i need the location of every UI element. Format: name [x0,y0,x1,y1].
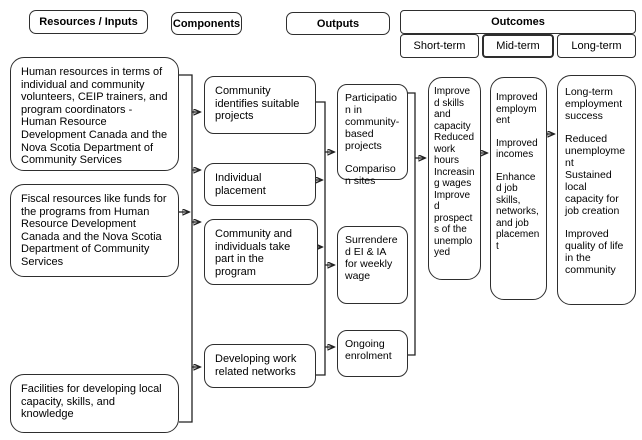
resource-box-facilities: Facilities for developing local capacity… [10,374,179,433]
output-surrendered-ei-text: Surrendered EI & IA for weekly wage [345,234,398,282]
outcome-box-short-term: Improved skills and capacity Reduced wor… [428,77,481,280]
outcome-box-mid-term: Improved employment Improved incomes Enh… [490,77,547,300]
short-term-item-2: Reduced work hours [434,132,475,166]
header-components: Components [171,12,242,35]
output-comparison-sites-text: Comparison sites [345,163,396,187]
output-box-surrendered-ei: Surrendered EI & IA for weekly wage [337,226,408,304]
long-term-item-1: Long-term employment success [565,86,623,122]
long-term-item-4: Improved quality of life in the communit… [565,228,624,276]
output-participation-text: Participation in community-based project… [345,92,400,152]
resource-box-fiscal: Fiscal resources like funds for the prog… [10,184,179,277]
header-outcomes-label: Outcomes [491,16,545,28]
outcome-box-long-term: Long-term employment success Reduced une… [557,75,636,305]
header-resources-inputs-label: Resources / Inputs [39,16,138,28]
header-short-term: Short-term [400,34,479,58]
header-components-label: Components [172,17,241,30]
component-work-networks-text: Developing work related networks [215,353,297,378]
component-box-identify-projects: Community identifies suitable projects [204,76,316,134]
component-individual-placement-text: Individual placement [215,172,266,197]
bracket-resources [179,74,193,423]
header-outputs: Outputs [286,12,390,35]
component-box-individual-placement: Individual placement [204,163,316,206]
resource-human-text: Human resources in terms of individual a… [21,66,168,167]
output-box-ongoing-enrolment: Ongoing enrolment [337,330,408,377]
short-term-item-4: Improved prospects of the unemployed [434,189,473,259]
bracket-outputs [407,92,416,356]
short-term-item-3: Increasing wages [434,166,475,190]
output-box-participation: Participation in community-based project… [337,84,408,187]
component-identify-projects-text: Community identifies suitable projects [215,85,300,123]
component-box-take-part: Community and individuals take part in t… [204,219,318,285]
long-term-item-3: Sustained local capacity for job creatio… [565,169,620,217]
component-box-work-networks: Developing work related networks [204,344,316,388]
long-term-item-2: Reduced unemployment [565,133,626,169]
short-term-item-1: Improved skills and capacity [434,86,471,132]
header-outputs-label: Outputs [316,17,360,30]
mid-term-item-2: Improved incomes [496,137,538,161]
resource-fiscal-text: Fiscal resources like funds for the prog… [21,193,167,268]
mid-term-item-1: Improved employment [496,92,538,126]
resource-facilities-text: Facilities for developing local capacity… [21,383,162,421]
header-mid-term-label: Mid-term [496,40,540,52]
header-resources-inputs: Resources / Inputs [29,10,148,34]
header-short-term-label: Short-term [413,40,466,52]
resource-box-human: Human resources in terms of individual a… [10,57,179,171]
header-mid-term: Mid-term [482,34,554,58]
output-ongoing-enrolment-text: Ongoing enrolment [345,338,392,362]
header-long-term: Long-term [557,34,636,58]
component-take-part-text: Community and individuals take part in t… [215,228,293,278]
mid-term-item-3: Enhanced job skills, networks, and job p… [496,171,540,252]
header-outcomes: Outcomes [400,10,636,34]
header-long-term-label: Long-term [571,40,622,52]
